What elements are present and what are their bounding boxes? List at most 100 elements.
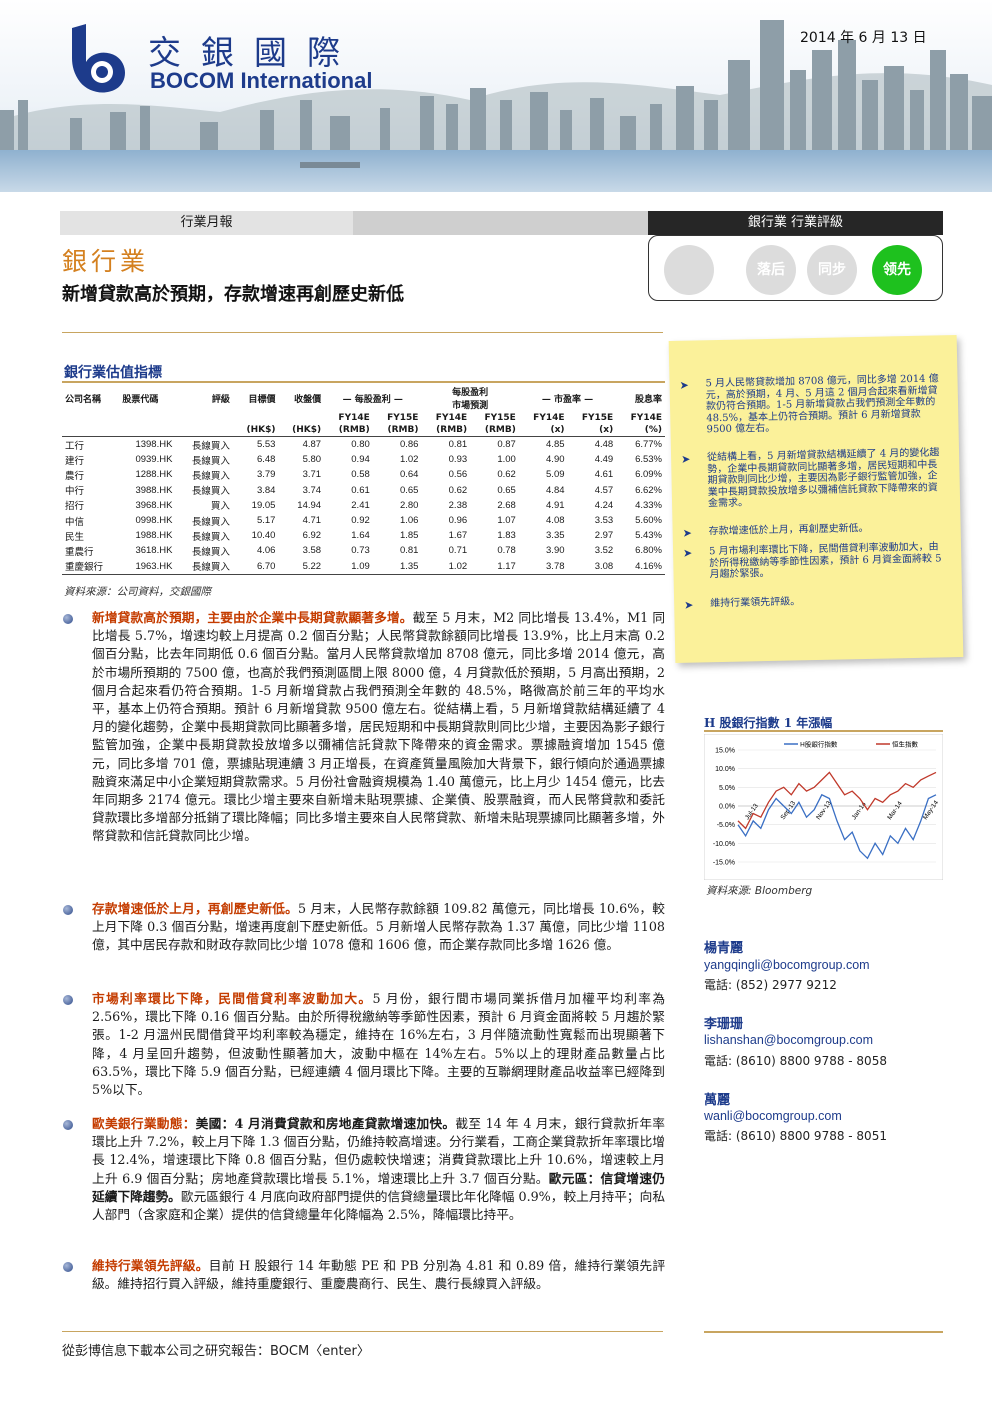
table-cell: 4.87: [278, 436, 325, 453]
table-cell: 4.48: [567, 436, 617, 453]
hdr-fy: FY14E: [630, 413, 662, 423]
y-tick-label: 15.0%: [715, 748, 735, 755]
table-cell: 3.53: [594, 515, 614, 527]
table-cell: 6.92: [302, 530, 322, 542]
analyst-email[interactable]: wanli@bocomgroup.com: [704, 1109, 842, 1123]
key-points-note: ➤ 5 月人民幣貸款增加 8708 億元，同比多增 2014 億元，高於預期，4…: [668, 335, 964, 663]
paragraph-body: 5 月末，人民幣存款餘額 109.82 萬億元，同比增長 10.6%，較上月下降…: [92, 901, 665, 953]
y-tick-label: 0.0%: [719, 804, 735, 811]
col-ticker: 股票代碼: [122, 394, 159, 405]
divider: [62, 1331, 663, 1332]
hdr-fy: FY15E: [484, 413, 516, 423]
bank-index-chart: 15.0%10.0%5.0%0.0%-5.0%-10.0%-15.0% Jul-…: [704, 734, 943, 880]
bullet-icon: [63, 905, 73, 915]
paragraph-bold: 美國：4 月消費貸款和房地產貸款增速加快。: [195, 1116, 456, 1131]
table-cell: 0939.HK: [135, 454, 173, 466]
table-cell: 0998.HK: [135, 515, 173, 527]
table-cell: 長線買入: [191, 470, 230, 482]
table-cell: 3.84: [256, 484, 276, 496]
brand-name-en: BOCOM International: [150, 68, 373, 93]
table-cell: 4.84: [546, 484, 565, 496]
sector-title: 銀行業: [62, 247, 150, 276]
skyline-illustration: [0, 0, 992, 192]
bocom-logo-icon: [72, 24, 125, 93]
analyst-email[interactable]: yangqingli@bocomgroup.com: [704, 958, 870, 972]
paragraph-body: 歐元區銀行 4 月底向政府部門提供的信貸總量環比年化降幅 0.9%，較上月持平；…: [92, 1188, 666, 1223]
table-cell: 1963.HK: [119, 558, 176, 575]
bullet-icon: [63, 614, 73, 624]
series-line-1: [737, 771, 937, 830]
hdr-unit: (RMB): [470, 424, 519, 437]
table-cell: 5.09: [546, 469, 565, 481]
paragraph-rating: 維持行業領先評級。目前 H 股銀行 14 年動態 PE 和 PB 分別為 4.8…: [92, 1257, 665, 1293]
table-cell: 0.65: [497, 484, 516, 496]
table-cell: 0.62: [448, 484, 468, 496]
table-cell: 4.61: [594, 469, 614, 481]
col-close: 收盤價: [294, 394, 322, 405]
table-cell: 4.49: [594, 454, 614, 466]
table-cell: 6.80%: [635, 545, 662, 557]
table-cell: 中行: [65, 486, 85, 498]
table-cell: 5.60%: [635, 515, 662, 527]
table-cell: 5.43%: [635, 530, 662, 542]
hdr-fy: FY15E: [387, 413, 419, 423]
rating-label: 銀行業 行業評級: [648, 211, 943, 235]
table-cell: 1.67: [448, 530, 468, 542]
note-item: 存款增速低於上月，再創歷史新低。: [708, 522, 869, 538]
table-cell: 3.74: [302, 484, 322, 496]
table-cell: 2.97: [594, 530, 614, 542]
table-cell: 0.92: [351, 515, 370, 527]
table-cell: 3.08: [567, 558, 617, 575]
table-cell: 0.56: [448, 469, 468, 481]
legend-label: H股銀行指數: [800, 740, 838, 749]
col-eps-consensus-line2: 市場預測: [452, 401, 489, 411]
hdr-unit: (x): [518, 424, 568, 437]
table-cell: 10.40: [251, 530, 276, 542]
table-cell: 1.85: [399, 530, 419, 542]
table-cell: 3.90: [546, 545, 565, 557]
table-cell: 1.02: [399, 454, 419, 466]
valuation-table: 公司名稱 股票代碼 評級 目標價 收盤價 — 每股盈利 — 每股盈利 市場預測 …: [62, 384, 665, 575]
divider: [704, 730, 943, 732]
table-cell: 5.80: [302, 454, 322, 466]
table-cell: 4.90: [546, 454, 565, 466]
table-source: 資料來源：公司資料，交銀國際: [64, 586, 211, 598]
table-cell: 1.83: [497, 530, 516, 542]
note-item: 維持行業領先評級。: [710, 596, 801, 610]
table-cell: 1.35: [372, 558, 422, 575]
table-cell: 0.78: [497, 545, 516, 557]
analyst-name: 楊青麗: [704, 941, 744, 956]
hdr-fy: FY14E: [338, 413, 370, 423]
table-cell: 14.94: [297, 499, 322, 511]
note-item: 5 月市場利率環比下降，民間借貸利率波動加大，由於所得稅繳納等季節性因素，預計 …: [708, 541, 942, 581]
chart-lines: [737, 771, 937, 860]
table-cell: 5.17: [256, 515, 276, 527]
hdr-fy: FY15E: [581, 413, 614, 423]
analyst-phone: 電話: (852) 2977 9212: [704, 978, 837, 992]
analyst-name: 萬麗: [704, 1093, 731, 1108]
table-cell: 長線買入: [191, 516, 230, 528]
paragraph-deposits: 存款增速低於上月，再創歷史新低。5 月末，人民幣存款餘額 109.82 萬億元，…: [92, 900, 665, 955]
table-cell: 19.05: [251, 499, 276, 511]
note-item: 5 月人民幣貸款增加 8708 億元，同比多增 2014 億元，高於預期，4 月…: [705, 373, 939, 436]
brand-name-cn: 交銀國際: [148, 33, 360, 72]
chart-source: 資料來源: Bloomberg: [706, 885, 813, 897]
bullet-icon: [63, 995, 73, 1005]
y-tick-label: -15.0%: [713, 860, 735, 867]
table-cell: 6.62%: [635, 484, 662, 496]
chart-grid: [738, 749, 936, 863]
table-cell: 長線買入: [191, 455, 230, 467]
y-tick-label: -10.0%: [713, 841, 735, 848]
y-tick-label: 10.0%: [715, 766, 735, 773]
table-cell: 工行: [62, 436, 120, 453]
hdr-unit: (x): [567, 424, 617, 437]
table-cell: 0.61: [351, 484, 370, 496]
table-cell: 長線買入: [175, 436, 233, 453]
table-cell: 0.58: [351, 469, 370, 481]
analyst-email[interactable]: lishanshan@bocomgroup.com: [704, 1033, 874, 1047]
chart-title: H 股銀行指數 1 年漲幅: [704, 716, 833, 730]
col-eps: — 每股盈利 —: [342, 394, 403, 405]
